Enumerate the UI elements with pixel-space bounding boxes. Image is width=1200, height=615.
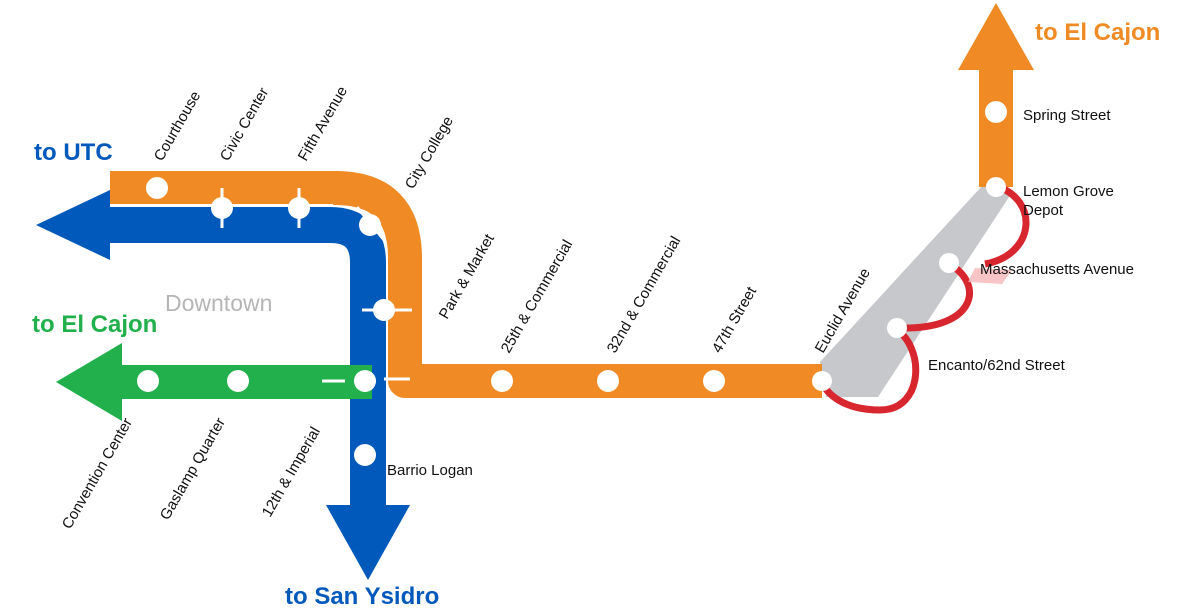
- destination-to-san-ysidro: to San Ysidro: [285, 583, 439, 610]
- station-dot-25th-commercial: [491, 370, 513, 392]
- station-dot-convention-center: [137, 370, 159, 392]
- label-encanto: Encanto/62nd Street: [928, 357, 1066, 374]
- label-32nd-commercial: 32nd & Commercial: [604, 233, 685, 356]
- station-dot-massachusetts: [939, 253, 959, 273]
- label-civic-center: Civic Center: [217, 85, 273, 164]
- blue-line-path: [80, 207, 386, 505]
- label-fifth-avenue: Fifth Avenue: [295, 84, 351, 164]
- station-dot-euclid-avenue: [812, 371, 832, 391]
- loop-lemon-grove: [984, 182, 1030, 268]
- label-gaslamp-quarter: Gaslamp Quarter: [157, 415, 229, 523]
- massachusetts-highlight: [968, 268, 1012, 284]
- station-dot-lemon-grove: [986, 177, 1006, 197]
- label-city-college: City College: [402, 113, 457, 192]
- station-dot-park-market: [373, 299, 395, 321]
- shared-track-segment: [820, 186, 1011, 397]
- area-label-downtown: Downtown: [165, 290, 272, 316]
- loop-encanto: [816, 324, 920, 414]
- loop-massachusetts: [899, 258, 973, 332]
- label-spring-street: Spring Street: [1023, 107, 1111, 124]
- label-47th-street: 47th Street: [709, 283, 761, 356]
- label-park-market: Park & Market: [436, 230, 499, 322]
- green-arrow-west: [56, 343, 122, 421]
- station-dot-gaslamp: [227, 370, 249, 392]
- station-dot-barrio-logan: [354, 444, 376, 466]
- station-dot-12th-imperial: [354, 370, 376, 392]
- label-depot: Depot: [1023, 202, 1064, 219]
- blue-arrow-west: [36, 190, 110, 260]
- orange-line-north-stem: [979, 68, 1013, 187]
- destination-to-utc: to UTC: [34, 139, 113, 166]
- label-barrio-logan: Barrio Logan: [387, 462, 473, 479]
- label-convention-center: Convention Center: [59, 415, 136, 532]
- orange-line: [110, 3, 1034, 398]
- station-dot-spring-street: [985, 101, 1007, 123]
- destination-to-el-cajon-orange: to El Cajon: [1035, 19, 1160, 46]
- station-dot-47th-street: [703, 370, 725, 392]
- station-dot-city-college: [359, 214, 381, 236]
- label-courthouse: Courthouse: [151, 88, 205, 164]
- station-dot-encanto: [887, 318, 907, 338]
- label-12th-imperial: 12th & Imperial: [259, 424, 324, 520]
- blue-arrow-south: [326, 505, 410, 580]
- label-lemon-grove: Lemon Grove: [1023, 183, 1114, 200]
- station-dot-courthouse: [146, 177, 168, 199]
- station-dots: [137, 101, 1007, 466]
- special-event-loops: [816, 182, 1030, 414]
- orange-line-path: [110, 171, 822, 398]
- station-dot-civic-center: [211, 197, 233, 219]
- blue-line: [36, 190, 410, 580]
- destination-to-el-cajon-green: to El Cajon: [32, 311, 157, 338]
- label-massachusetts-avenue: Massachusetts Avenue: [980, 261, 1134, 278]
- orange-arrow-north: [958, 3, 1034, 70]
- station-dot-32nd-commercial: [597, 370, 619, 392]
- station-dot-fifth-avenue: [288, 197, 310, 219]
- label-25th-commercial: 25th & Commercial: [498, 237, 576, 356]
